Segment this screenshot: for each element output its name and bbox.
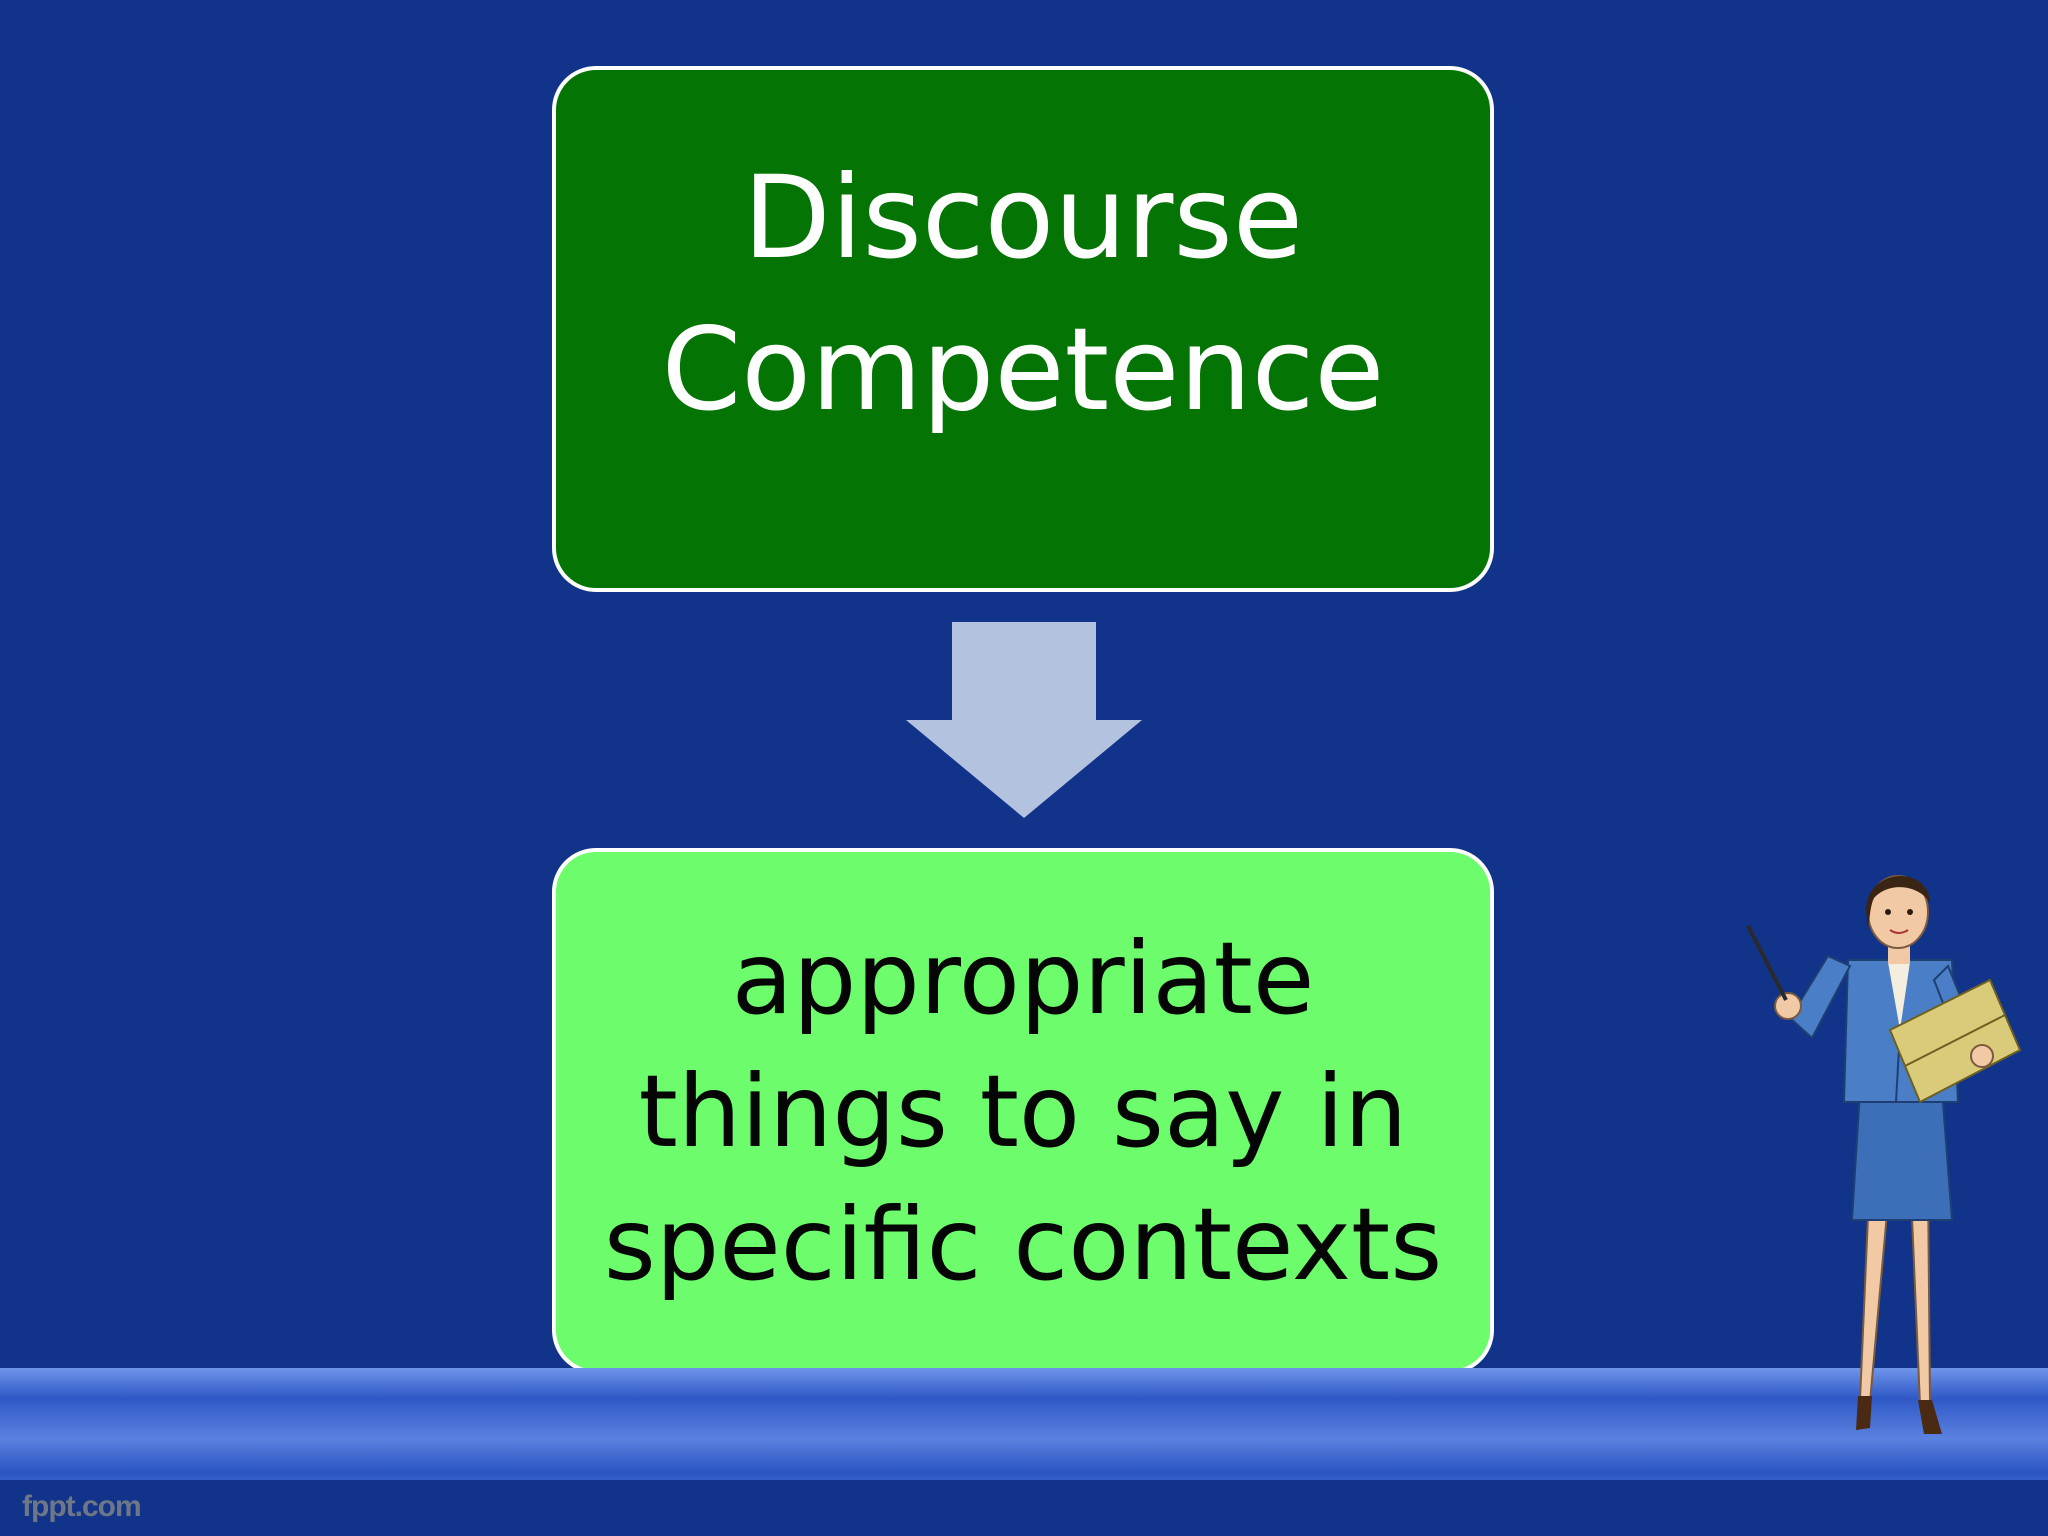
down-arrow-icon: [906, 622, 1142, 818]
bottom-box-line: appropriate: [731, 919, 1315, 1037]
top-box-line: Discourse: [743, 151, 1303, 285]
definition-label: appropriate things to say in specific co…: [604, 912, 1443, 1311]
bottom-box-line: specific contexts: [603, 1185, 1443, 1303]
bottom-box-line: things to say in: [638, 1052, 1408, 1170]
discourse-competence-box: Discourse Competence: [552, 66, 1494, 592]
top-box-line: Competence: [661, 303, 1385, 436]
discourse-competence-label: Discourse Competence: [662, 142, 1385, 515]
fppt-logo: fppt.com: [22, 1490, 142, 1523]
definition-box: appropriate things to say in specific co…: [552, 848, 1494, 1374]
stage-floor: [0, 1368, 2048, 1536]
teacher-illustration: [1746, 875, 2022, 1434]
